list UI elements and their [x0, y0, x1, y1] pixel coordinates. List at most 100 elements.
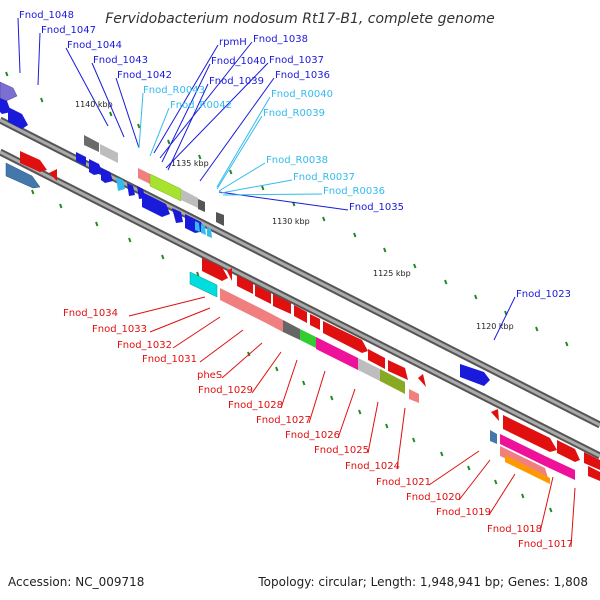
scale-dash	[275, 366, 279, 372]
leader-line	[115, 77, 140, 149]
leader-line	[199, 329, 244, 363]
gene-label[interactable]: Fnod_1038	[253, 34, 308, 45]
gene-arrow	[142, 192, 170, 217]
leader-line	[17, 17, 21, 74]
gene-label[interactable]: Fnod_1028	[228, 400, 283, 411]
scale-dash	[494, 479, 498, 485]
gene-arrow	[240, 298, 264, 322]
scale-dash	[5, 71, 9, 77]
gene-label[interactable]: Fnod_1027	[256, 415, 311, 426]
scale-dash	[330, 395, 334, 401]
gene-label[interactable]: rpmH	[219, 37, 247, 48]
gene-label[interactable]: Fnod_1032	[117, 340, 172, 351]
gene-label[interactable]: Fnod_1020	[406, 492, 461, 503]
gene-arrow	[138, 168, 150, 184]
leader-line	[161, 63, 211, 163]
scale-tick-label: 1120 kbp	[476, 322, 514, 331]
leader-line	[493, 296, 516, 341]
leader-line	[221, 342, 263, 379]
scale-dash	[474, 294, 478, 300]
gene-label[interactable]: Fnod_1040	[211, 56, 266, 67]
gene-label[interactable]: Fnod_1023	[516, 289, 571, 300]
gene-arrow	[189, 271, 218, 298]
gene-label[interactable]: Fnod_1042	[117, 70, 172, 81]
gene-arrow	[84, 135, 99, 152]
gene-arrow	[100, 144, 118, 163]
scale-dash	[95, 221, 99, 227]
gene-arrow	[490, 430, 497, 444]
gene-arrow	[195, 221, 200, 232]
gene-arrow	[323, 321, 368, 353]
scale-dash	[444, 279, 448, 285]
gene-arrow	[500, 434, 545, 466]
gene-arrow	[20, 151, 47, 172]
gene-label[interactable]: Fnod_1047	[41, 25, 96, 36]
gene-arrow	[294, 305, 307, 323]
gene-label[interactable]: Fnod_R0040	[271, 89, 333, 100]
gene-label[interactable]: Fnod_1033	[92, 324, 147, 335]
scale-ticks: 1140 kbp 1135 kbp 1130 kbp 1125 kbp 1120 kbp	[5, 71, 569, 513]
scale-tick-label: 1125 kbp	[373, 269, 411, 278]
leader-line	[91, 62, 125, 138]
gene-arrow	[220, 288, 240, 310]
gene-label[interactable]: Fnod_1048	[19, 10, 74, 21]
gene-arrow	[76, 152, 86, 166]
leader-line	[458, 459, 491, 501]
scale-dash	[229, 169, 233, 175]
gene-label[interactable]: Fnod_1043	[93, 55, 148, 66]
gene-label[interactable]: Fnod_R0043	[143, 85, 205, 96]
gene-label[interactable]: Fnod_1044	[67, 40, 122, 51]
scale-tick-label: 1130 kbp	[272, 217, 310, 226]
gene-label[interactable]: Fnod_R0039	[263, 108, 325, 119]
gene-arrow	[5, 162, 41, 189]
gene-label[interactable]: Fnod_1034	[63, 308, 118, 319]
gene-arrow	[409, 389, 419, 403]
gene-arrow	[300, 329, 316, 348]
leader-line	[308, 370, 326, 424]
leader-line	[488, 473, 516, 516]
gene-label[interactable]: Fnod_R0037	[293, 172, 355, 183]
gene-label[interactable]: Fnod_1035	[349, 202, 404, 213]
gene-label[interactable]: Fnod_1039	[209, 76, 264, 87]
scale-dash	[385, 423, 389, 429]
gene-label[interactable]: Fnod_1024	[345, 461, 400, 472]
scale-dash	[413, 263, 417, 269]
gene-arrow	[503, 415, 557, 452]
gene-arrow	[316, 337, 358, 370]
scale-dash	[353, 232, 357, 238]
scale-tick-label: 1135 kbp	[171, 159, 209, 168]
leader-line	[167, 83, 209, 171]
gene-arrow	[181, 189, 198, 208]
leader-line	[216, 96, 271, 188]
gene-label[interactable]: Fnod_R0038	[266, 155, 328, 166]
scale-dash	[137, 123, 141, 129]
gene-label[interactable]: Fnod_1031	[142, 354, 197, 365]
gene-arrow	[358, 358, 380, 381]
gene-label[interactable]: Fnod_1021	[376, 477, 431, 488]
scale-dash	[565, 341, 569, 347]
gene-arrow	[207, 227, 212, 238]
gene-label[interactable]: Fnod_1017	[518, 539, 573, 550]
gene-label[interactable]: Fnod_1036	[275, 70, 330, 81]
leader-line	[65, 47, 109, 127]
gene-label[interactable]: Fnod_R0042	[170, 100, 232, 111]
leader-line	[218, 162, 266, 192]
gene-label[interactable]: Fnod_R0036	[323, 186, 385, 197]
gene-label[interactable]: Fnod_1019	[436, 507, 491, 518]
gene-label[interactable]: Fnod_1025	[314, 445, 369, 456]
gene-label[interactable]: pheS	[197, 370, 222, 381]
gene-label[interactable]: Fnod_1026	[285, 430, 340, 441]
gene-label[interactable]: Fnod_1018	[487, 524, 542, 535]
leader-line	[165, 62, 269, 169]
scale-tick-label: 1140 kbp	[75, 100, 113, 109]
gene-arrow	[310, 314, 320, 330]
gene-arrow	[227, 268, 232, 281]
gene-arrow	[273, 294, 291, 314]
gene-arrow	[557, 440, 580, 462]
scale-dash	[521, 493, 525, 499]
gene-label[interactable]: Fnod_1037	[269, 55, 324, 66]
gene-arrow	[202, 258, 228, 281]
leader-line	[539, 476, 554, 533]
gene-label[interactable]: Fnod_1029	[198, 385, 253, 396]
